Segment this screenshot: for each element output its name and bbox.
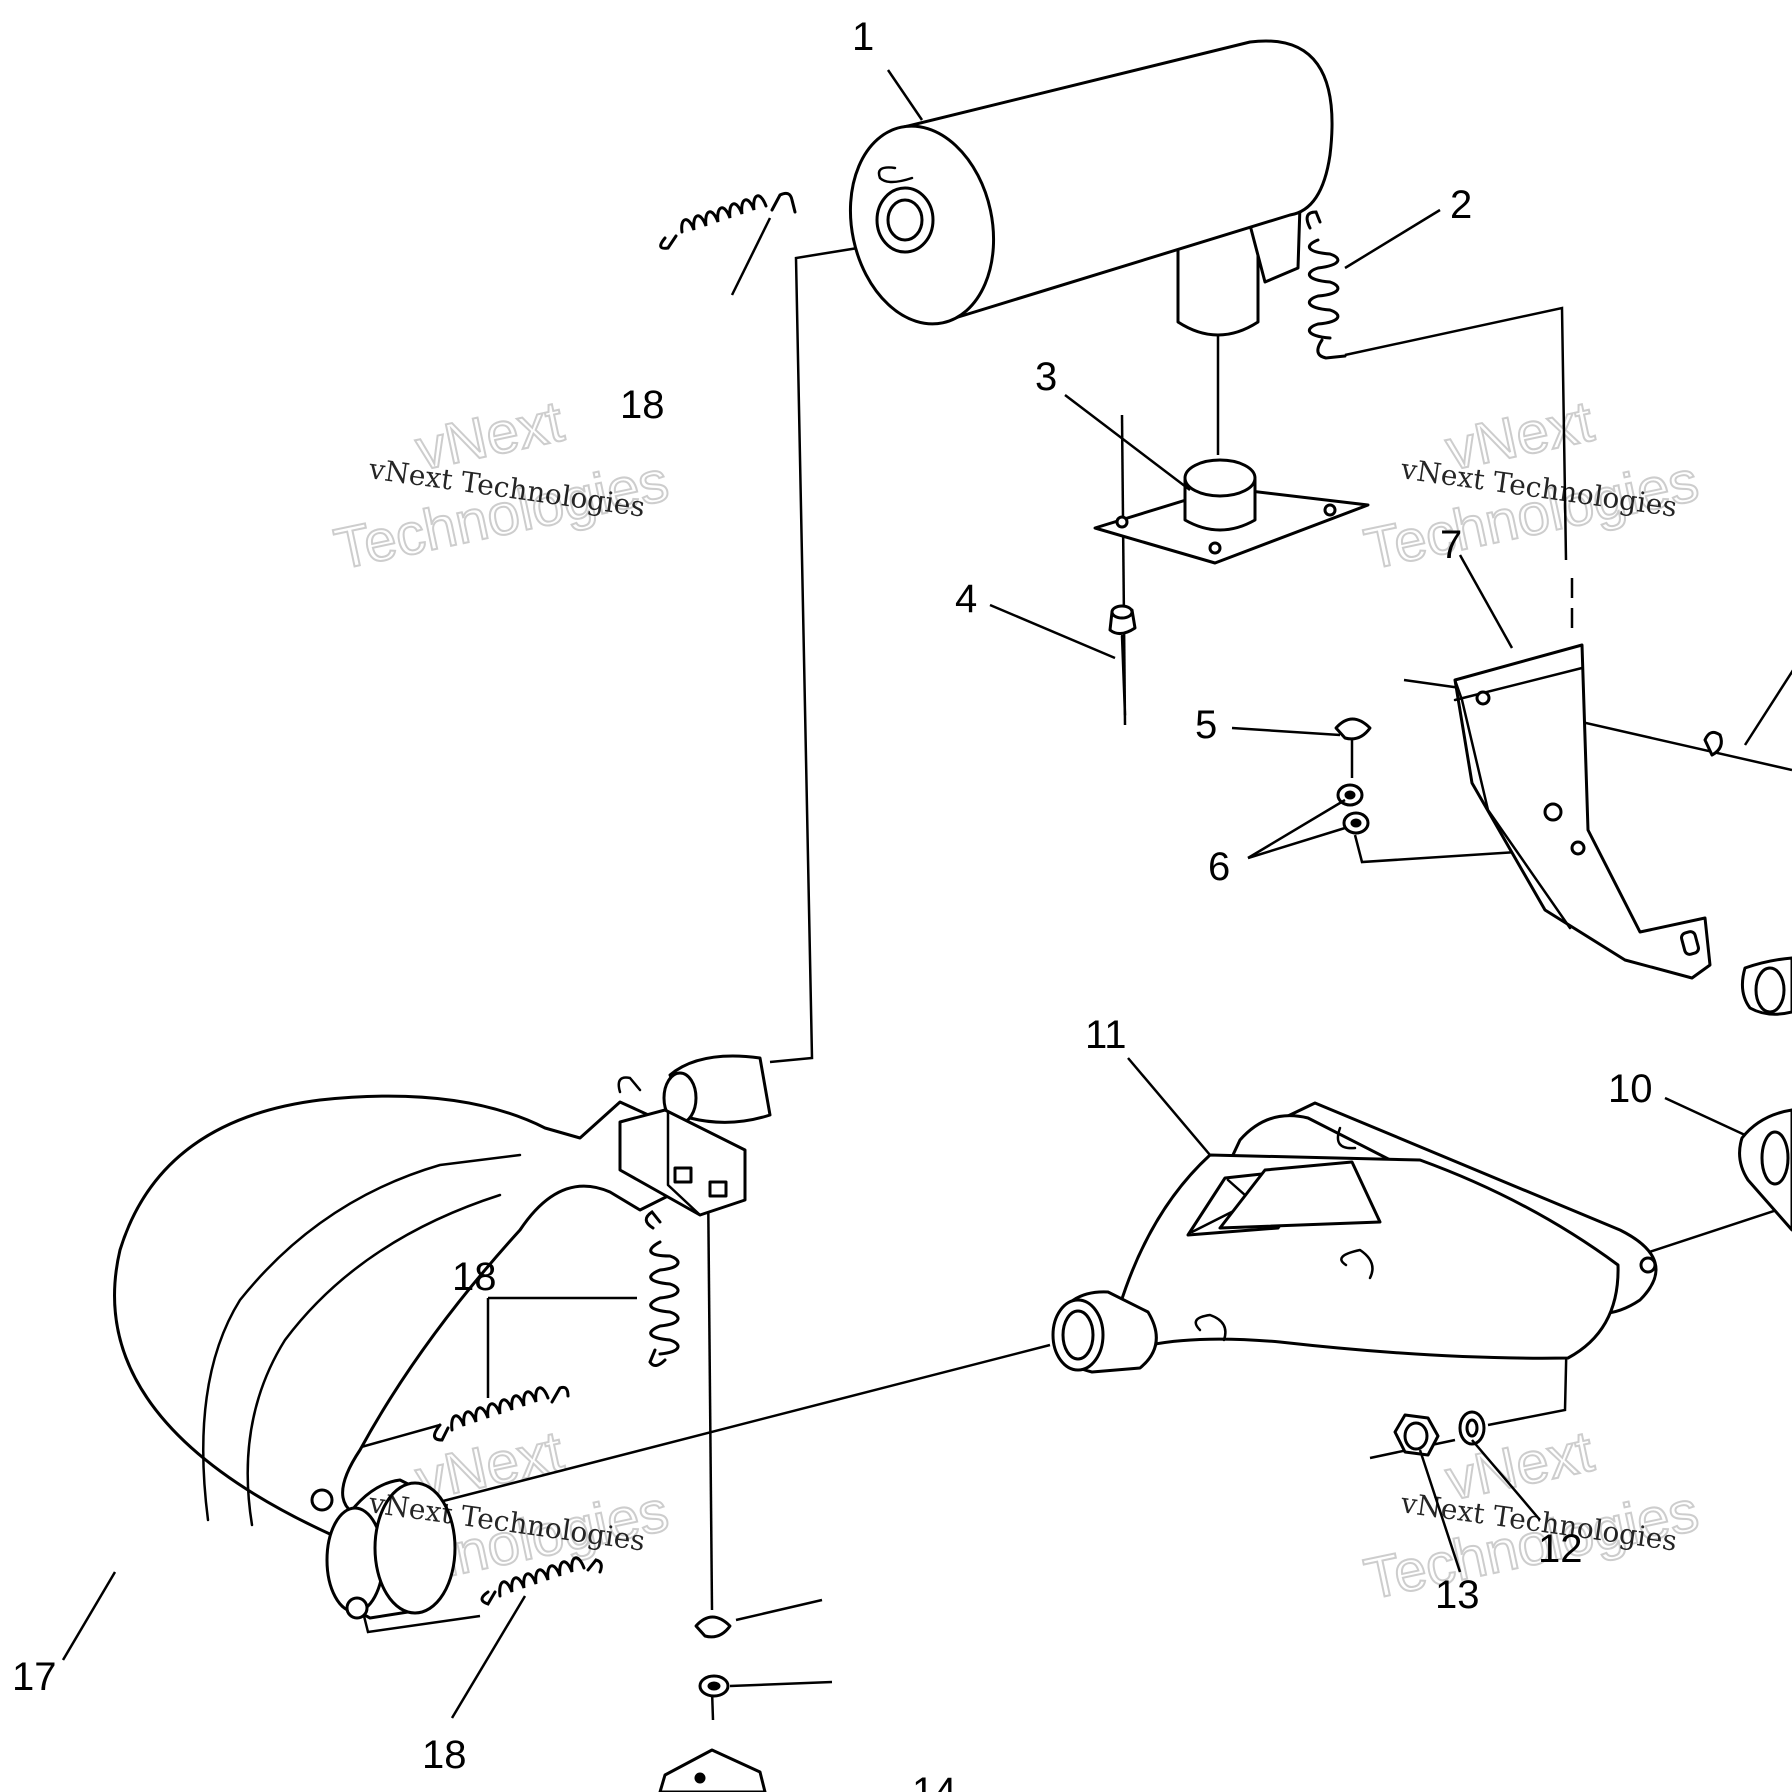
washers-6-upper: [1336, 783, 1370, 835]
rivet-head-5-lower: [694, 1615, 732, 1639]
spring-18-mid: [433, 1385, 570, 1442]
spring-2: [1305, 210, 1347, 360]
callout-17: 17: [12, 1655, 57, 1699]
washer-6-lower: [698, 1674, 730, 1698]
clip-14: [658, 1748, 767, 1792]
callout-14: 14: [912, 1770, 957, 1792]
mounting-plate: [1093, 458, 1370, 565]
leader-lines: [61, 69, 1792, 1719]
bracket-7: [1453, 643, 1723, 980]
washer-12: [1458, 1410, 1486, 1446]
callout-labels: 1 2 3 4 5 6 7 10 11 12 13 14 17 18 18 18: [12, 15, 1653, 1792]
callout-3: 3: [1035, 355, 1057, 399]
callout-7: 7: [1440, 523, 1462, 567]
callout-11: 11: [1085, 1013, 1127, 1057]
muffler: [848, 39, 1334, 337]
callout-10: 10: [1608, 1067, 1653, 1111]
rivet-head-5-upper: [1334, 717, 1372, 741]
callout-4: 4: [955, 577, 977, 621]
callout-18-bottom: 18: [422, 1733, 467, 1777]
rivet-4: [1108, 604, 1137, 717]
spring-18-top: [659, 191, 797, 250]
grommet: [1740, 956, 1792, 1016]
callout-1: 1: [852, 15, 874, 59]
gasket-10: [1738, 1108, 1792, 1232]
callout-18-top: 18: [620, 383, 665, 427]
spring-18-vertical: [644, 1209, 680, 1367]
callout-2: 2: [1450, 183, 1472, 227]
callout-5-upper: 5: [1195, 703, 1217, 747]
callout-12: 12: [1538, 1527, 1583, 1571]
y-pipe: [113, 1054, 772, 1620]
callout-6-upper: 6: [1208, 845, 1230, 889]
callout-13: 13: [1435, 1573, 1480, 1617]
assembly-lines: [316, 240, 1792, 1721]
spring-18-bottom: [480, 1556, 603, 1606]
nut-13: [1393, 1413, 1440, 1457]
exhaust-manifold: [1051, 1101, 1658, 1374]
callout-18-middle: 18: [452, 1255, 497, 1299]
